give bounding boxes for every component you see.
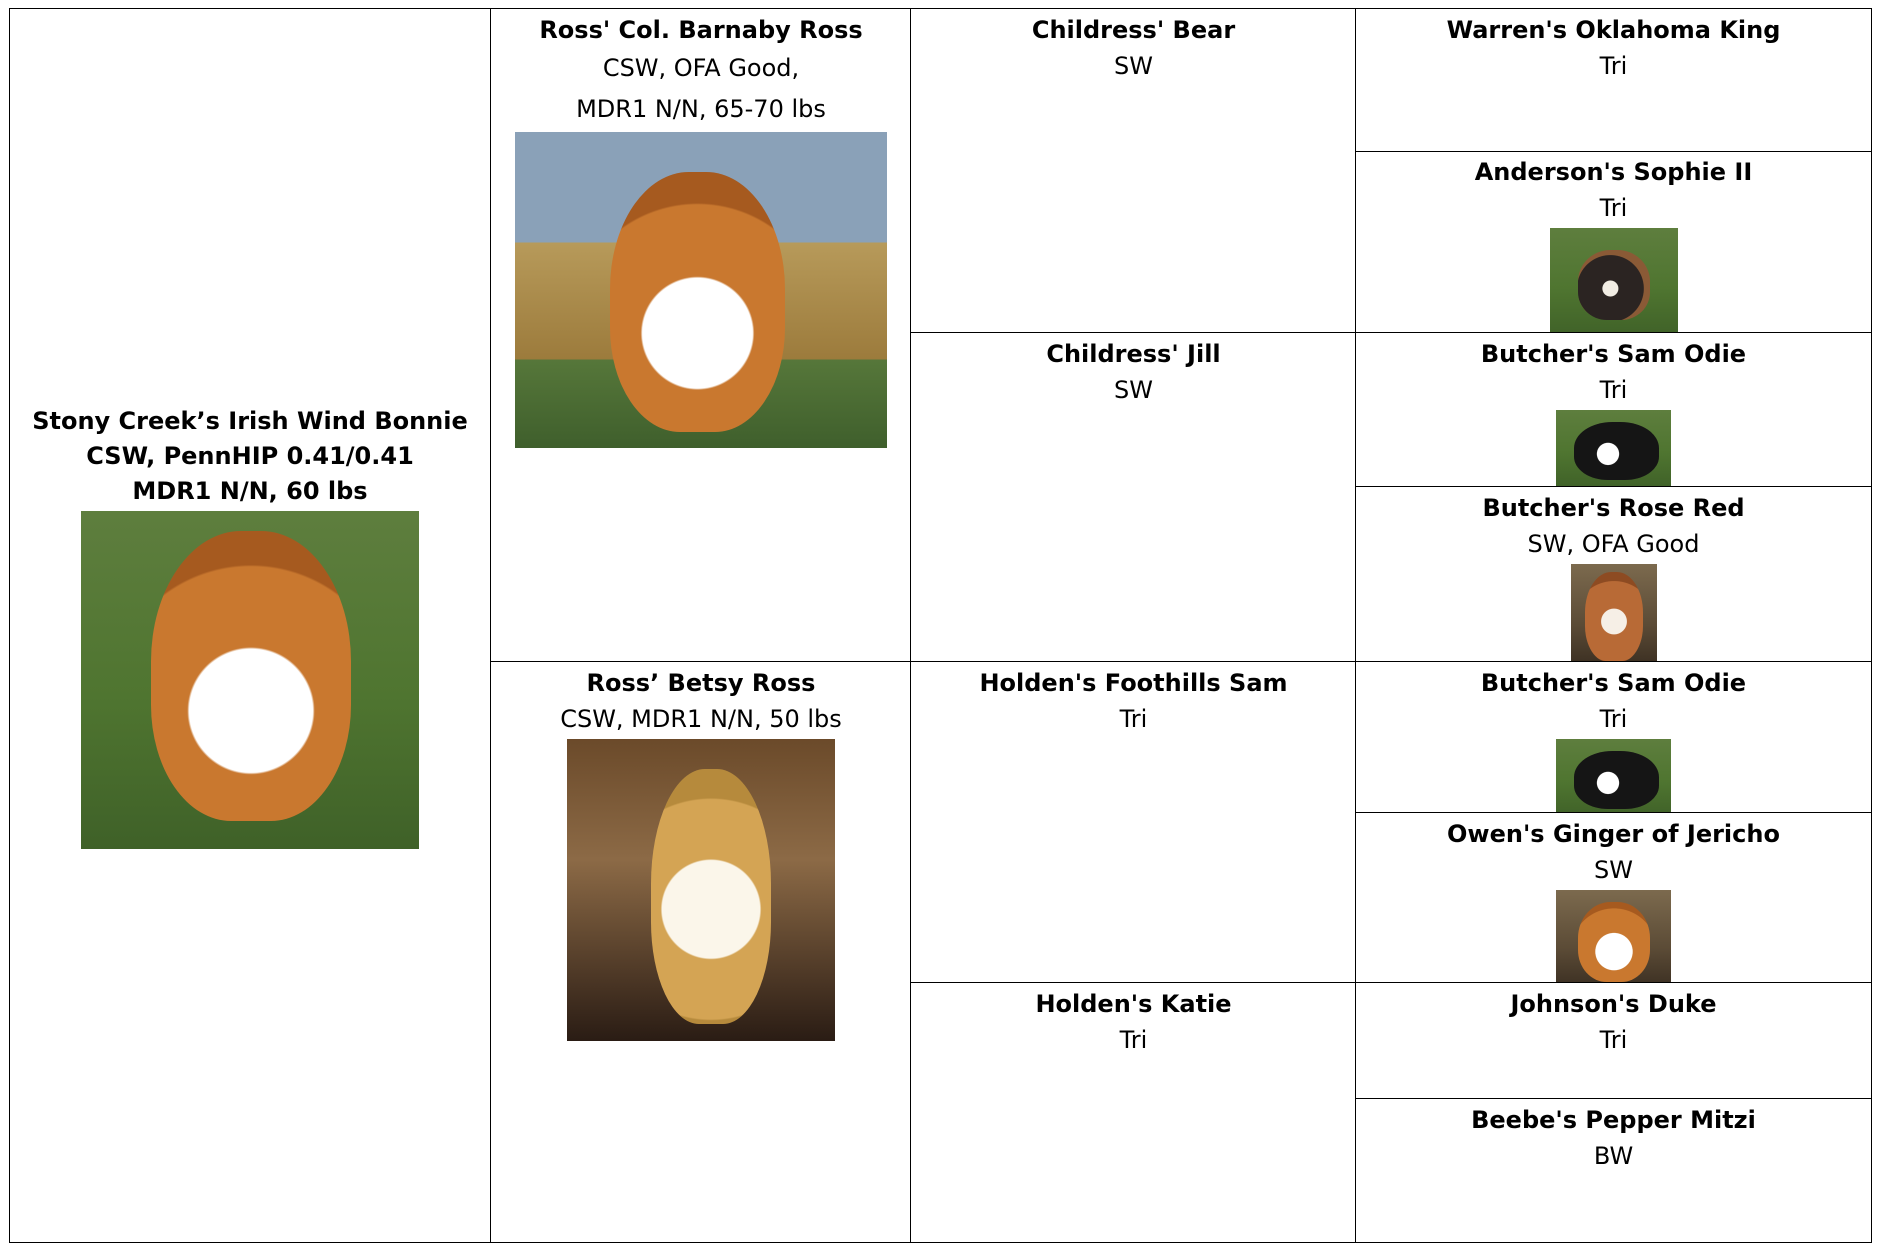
sire-photo: [515, 132, 887, 448]
grandparent-name: Holden's Foothills Sam: [979, 669, 1288, 697]
great-grandparent-color: SW, OFA Good: [1527, 530, 1700, 558]
grandparent-color: SW: [1114, 52, 1153, 80]
great-grandparent-color: Tri: [1599, 194, 1628, 222]
dam-photo: [567, 739, 835, 1041]
grandparent-cell: Childress' Jill SW: [910, 332, 1357, 663]
great-grandparent-color: SW: [1594, 856, 1633, 884]
great-grandparent-photo: [1556, 410, 1671, 488]
great-grandparent-photo: [1570, 564, 1657, 666]
grandparent-cell: Childress' Bear SW: [910, 8, 1357, 334]
great-grandparent-name: Owen's Ginger of Jericho: [1447, 820, 1780, 848]
great-grandparent-color: Tri: [1599, 1026, 1628, 1054]
great-grandparent-cell: Owen's Ginger of Jericho SW: [1355, 812, 1872, 988]
subject-photo: [81, 511, 419, 849]
grandparent-color: SW: [1114, 376, 1153, 404]
sire-name: Ross' Col. Barnaby Ross: [539, 16, 863, 44]
great-grandparent-cell: Butcher's Sam Odie Tri: [1355, 661, 1872, 817]
subject-health: MDR1 N/N, 60 lbs: [132, 477, 368, 505]
great-grandparent-name: Johnson's Duke: [1510, 990, 1717, 1018]
great-grandparent-cell: Anderson's Sophie II Tri: [1355, 151, 1872, 338]
subject-cell: Stony Creek’s Irish Wind Bonnie CSW, Pen…: [9, 8, 491, 1243]
grandparent-color: Tri: [1119, 705, 1148, 733]
great-grandparent-photo: [1556, 890, 1671, 988]
great-grandparent-cell: Beebe's Pepper Mitzi BW: [1355, 1098, 1872, 1243]
grandparent-cell: Holden's Foothills Sam Tri: [910, 661, 1357, 984]
great-grandparent-color: Tri: [1599, 52, 1628, 80]
great-grandparent-photo: [1556, 739, 1671, 817]
subject-name: Stony Creek’s Irish Wind Bonnie: [32, 407, 468, 435]
grandparent-color: Tri: [1119, 1026, 1148, 1054]
grandparent-name: Holden's Katie: [1035, 990, 1232, 1018]
great-grandparent-photo: [1549, 228, 1678, 338]
great-grandparent-cell: Butcher's Rose Red SW, OFA Good: [1355, 486, 1872, 666]
dam-name: Ross’ Betsy Ross: [586, 669, 816, 697]
dam-cell: Ross’ Betsy Ross CSW, MDR1 N/N, 50 lbs: [490, 661, 912, 1243]
subject-titles: CSW, PennHIP 0.41/0.41: [86, 442, 414, 470]
great-grandparent-cell: Johnson's Duke Tri: [1355, 982, 1872, 1100]
sire-titles: CSW, OFA Good,: [602, 54, 800, 82]
sire-health: MDR1 N/N, 65-70 lbs: [576, 95, 826, 123]
dam-titles: CSW, MDR1 N/N, 50 lbs: [560, 705, 842, 733]
great-grandparent-name: Butcher's Sam Odie: [1480, 669, 1747, 697]
great-grandparent-name: Butcher's Sam Odie: [1480, 340, 1747, 368]
great-grandparent-name: Warren's Oklahoma King: [1446, 16, 1781, 44]
great-grandparent-color: Tri: [1599, 705, 1628, 733]
sire-cell: Ross' Col. Barnaby Ross CSW, OFA Good, M…: [490, 8, 912, 663]
great-grandparent-name: Butcher's Rose Red: [1482, 494, 1745, 522]
great-grandparent-color: BW: [1593, 1142, 1634, 1170]
great-grandparent-cell: Warren's Oklahoma King Tri: [1355, 8, 1872, 153]
grandparent-cell: Holden's Katie Tri: [910, 982, 1357, 1243]
grandparent-name: Childress' Jill: [1046, 340, 1221, 368]
great-grandparent-name: Anderson's Sophie II: [1474, 158, 1753, 186]
great-grandparent-name: Beebe's Pepper Mitzi: [1471, 1106, 1756, 1134]
great-grandparent-color: Tri: [1599, 376, 1628, 404]
great-grandparent-cell: Butcher's Sam Odie Tri: [1355, 332, 1872, 488]
grandparent-name: Childress' Bear: [1031, 16, 1236, 44]
